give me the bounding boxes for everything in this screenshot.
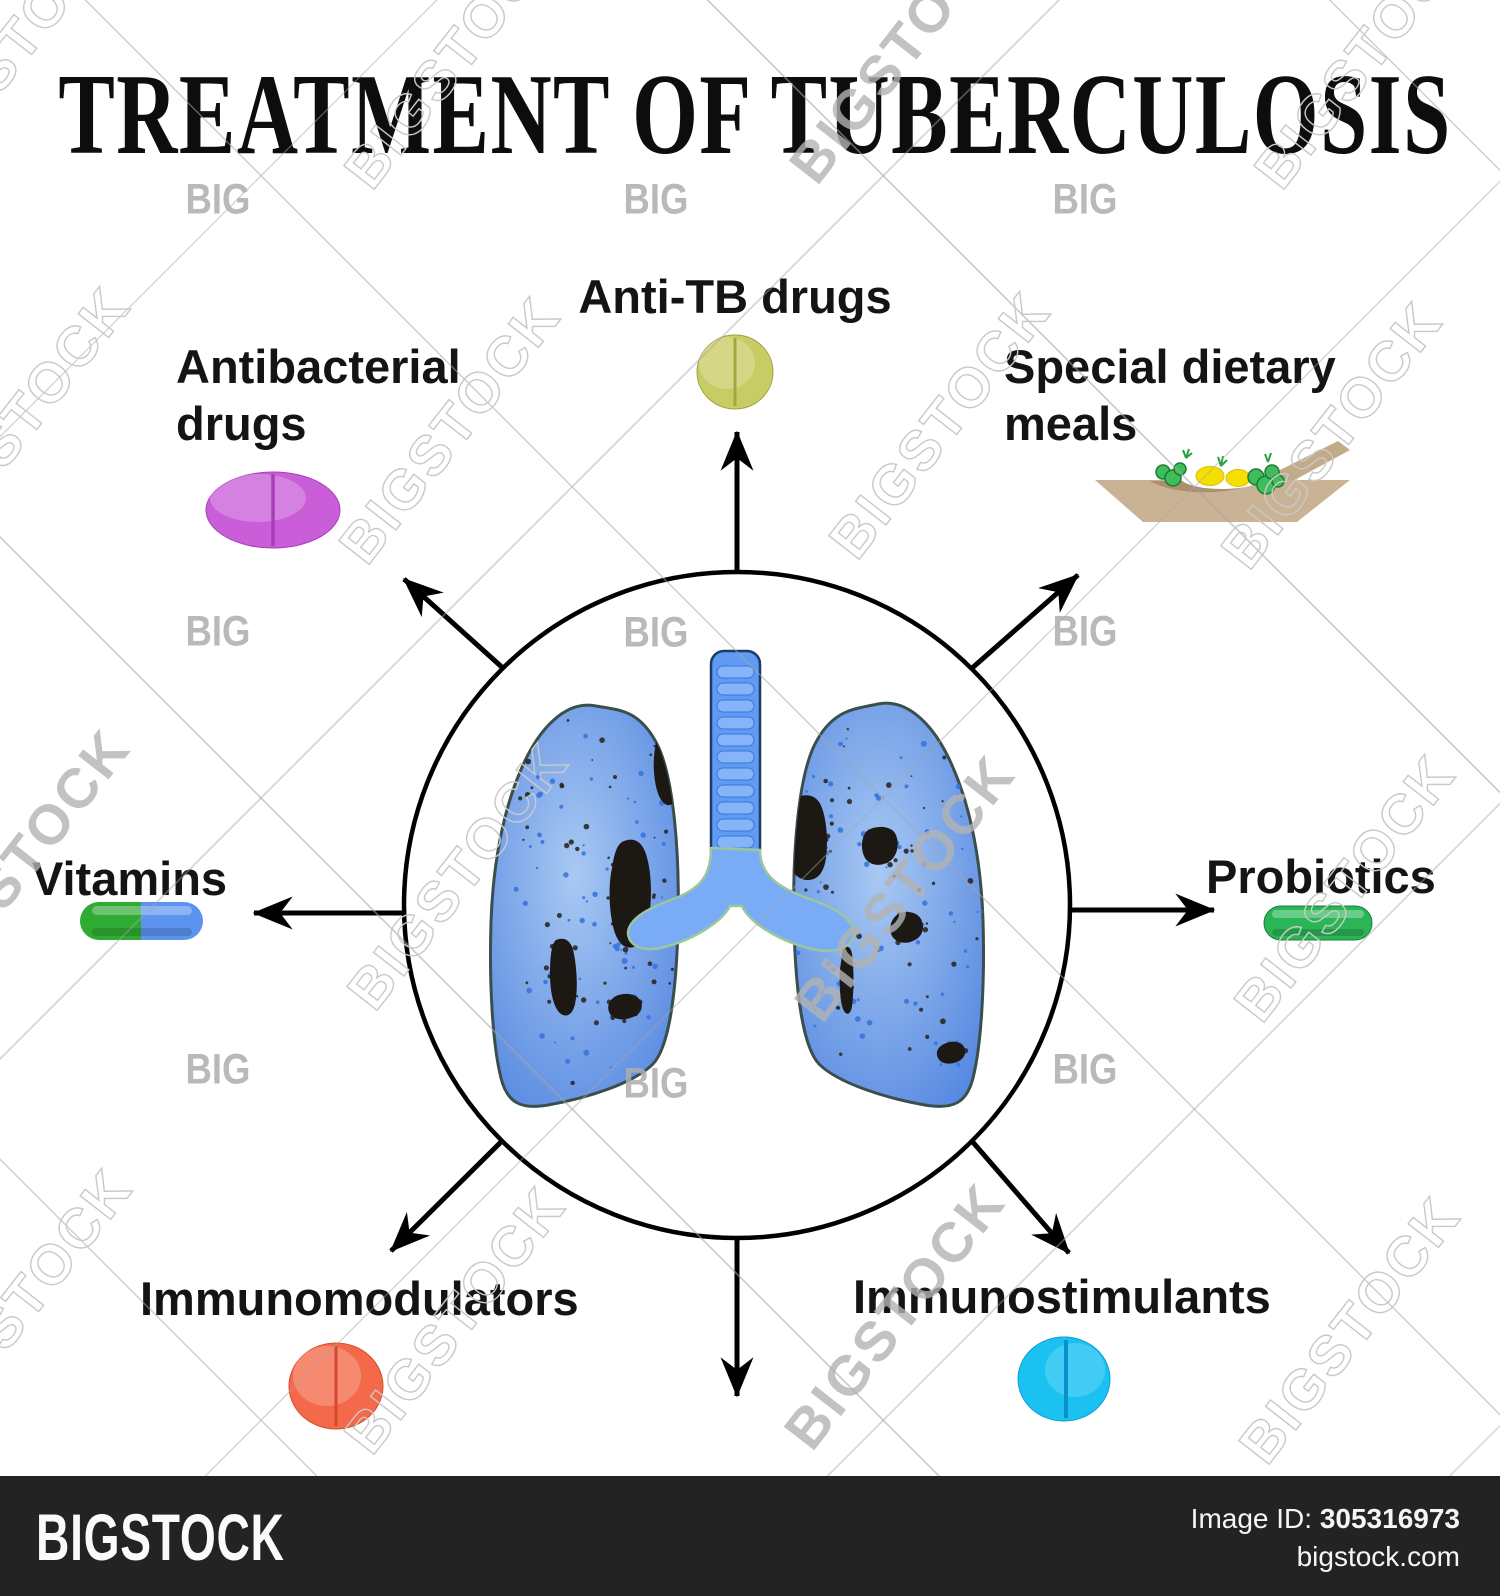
label-line: meals [1004, 397, 1138, 451]
site-url: bigstock.com [1296, 1540, 1460, 1572]
arrow-up-right [969, 573, 1080, 671]
image-id-label: Image ID: [1190, 1503, 1313, 1534]
diet-plate-icon [1095, 441, 1350, 522]
label-vitamins: Vitamins [32, 852, 228, 905]
antibacterial-pill-icon [205, 471, 341, 549]
label-probiotics: Probiotics [1206, 850, 1436, 903]
label-line: drugs [176, 397, 307, 451]
bigstock-logo: BIGSTOCK [36, 1500, 285, 1574]
label-immunostimulants: Immunostimulants [853, 1270, 1271, 1323]
anti-tb-pill-icon [696, 334, 774, 410]
immunostimulants-pill-icon [1017, 1336, 1111, 1422]
probiotics-capsule-icon [1263, 905, 1373, 941]
image-meta: Image ID: 305316973 bigstock.com [1191, 1502, 1460, 1573]
label-line: Special dietary [1004, 340, 1336, 393]
label-line: Antibacterial [176, 340, 461, 393]
vitamins-capsule-icon [80, 902, 203, 940]
label-antibacterial-drugs: Antibacterial drugs [176, 338, 461, 453]
label-special-dietary-meals: Special dietary meals [1004, 338, 1336, 453]
arrow-down-right [969, 1138, 1071, 1255]
arrow-down-left [389, 1138, 505, 1253]
trachea-rings [716, 665, 755, 849]
immunomodulators-pill-icon [288, 1342, 384, 1430]
label-anti-tb-drugs: Anti-TB drugs [578, 270, 892, 323]
footer-bar: BIGSTOCK Image ID: 305316973 bigstock.co… [0, 1476, 1500, 1596]
label-immunomodulators: Immunomodulators [140, 1272, 579, 1325]
image-id-line: Image ID: 305316973 [1191, 1502, 1460, 1536]
arrow-up-left [402, 577, 506, 671]
page-title: TREATMENT OF TUBERCULOSIS [58, 51, 1452, 179]
image-id-value: 305316973 [1319, 1503, 1460, 1534]
